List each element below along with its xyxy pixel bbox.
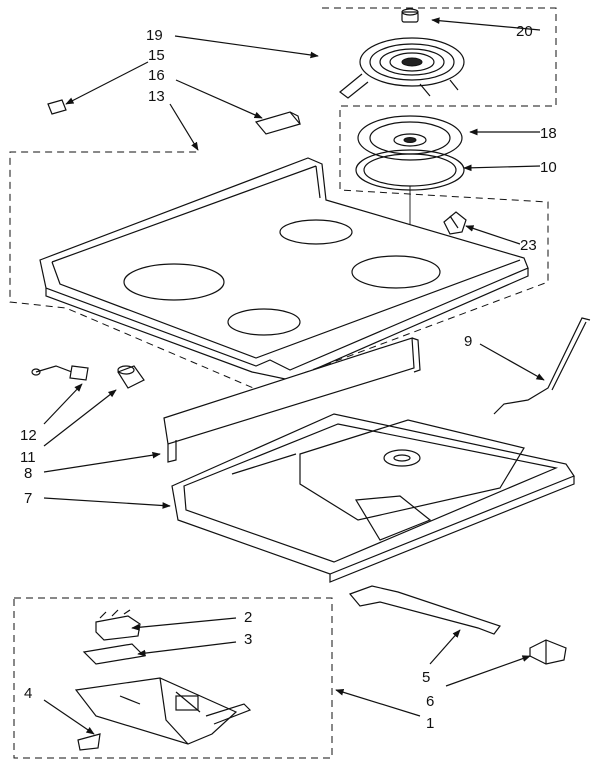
callout-18: 18: [540, 125, 557, 142]
callout-19: 19: [146, 27, 163, 44]
callout-4: 4: [24, 685, 32, 702]
callout-8: 8: [24, 465, 32, 482]
burner-box: [171, 413, 575, 583]
control-group-box: [13, 597, 333, 759]
switch-block: [95, 609, 141, 641]
insulator-cap: [117, 365, 145, 389]
callout-11: 11: [20, 449, 36, 466]
wire-connector: [31, 365, 89, 381]
callout-3: 3: [244, 631, 252, 648]
element-terminal-block: [401, 8, 419, 23]
callout-12: 12: [20, 427, 37, 444]
callout-7: 7: [24, 490, 32, 507]
callout-10: 10: [540, 159, 557, 176]
tab-block: [529, 639, 567, 665]
surface-element: [339, 37, 465, 99]
callout-13: 13: [148, 88, 165, 105]
leader-lines: [43, 17, 545, 735]
support-rod: [493, 317, 591, 415]
terminal-block: [254, 111, 302, 135]
spacer-clip: [77, 733, 101, 751]
callout-5: 5: [422, 669, 430, 686]
mounting-clip: [47, 99, 67, 115]
callout-23: 23: [520, 237, 537, 254]
callout-9: 9: [464, 333, 472, 350]
callout-2: 2: [244, 609, 252, 626]
heat-strip: [348, 585, 501, 635]
front-channel: [163, 337, 421, 463]
trim-ring: [355, 149, 465, 191]
element-group-box: [9, 7, 557, 391]
callout-20: 20: [516, 23, 533, 40]
callout-15: 15: [148, 47, 165, 64]
callout-6: 6: [426, 693, 434, 710]
main-top: [39, 157, 529, 381]
control-bracket: [74, 677, 252, 745]
insulator-plate: [82, 643, 146, 665]
bracket: [443, 211, 467, 235]
callout-16: 16: [148, 67, 165, 84]
callout-1: 1: [426, 715, 434, 732]
